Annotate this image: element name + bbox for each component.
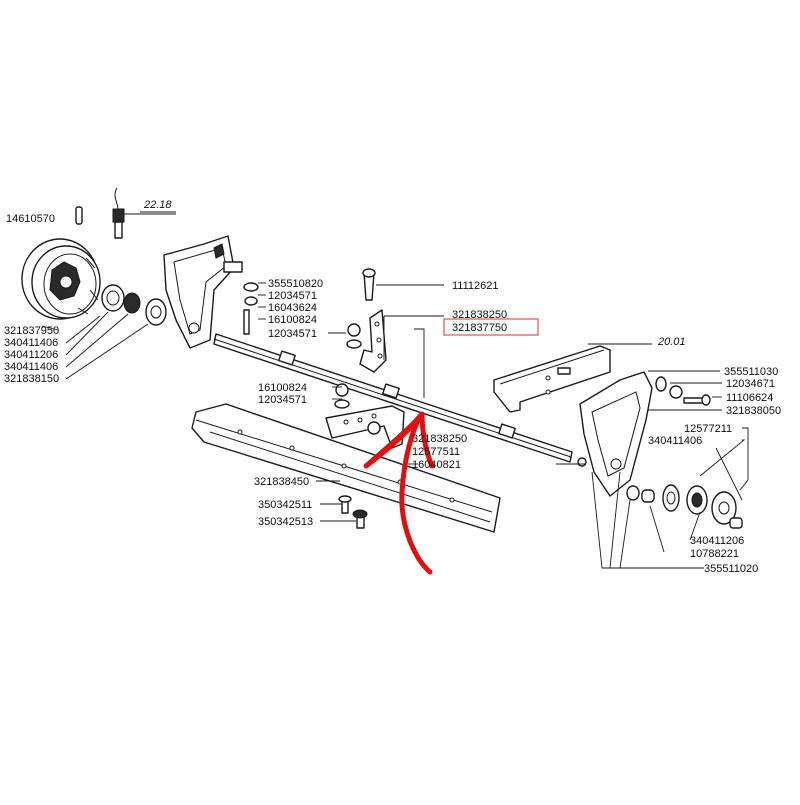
ref-label-right: 20.01 — [657, 336, 686, 348]
left-side-plate — [163, 235, 243, 349]
right-bearing-stack — [662, 484, 743, 529]
sensor-part — [112, 187, 125, 239]
part-label: 340411406 — [648, 435, 702, 447]
part-label: 12034671 — [726, 378, 775, 390]
part-label: 11106624 — [726, 392, 773, 404]
part-label: 355510820 — [268, 278, 323, 290]
part-label: 11112621 — [452, 280, 499, 292]
main-shaft — [213, 333, 587, 467]
part-label-highlighted: 321837750 — [452, 322, 507, 334]
left-pulley-assembly — [21, 187, 176, 380]
red-annotation-arrow — [363, 411, 435, 575]
ref-label-left: 22.18 — [143, 199, 172, 211]
part-label: 14610570 — [6, 213, 55, 225]
highlight-box — [443, 318, 539, 336]
part-label: 16043624 — [268, 302, 317, 314]
part-label: 321838250 — [452, 309, 507, 321]
part-label: 350342513 — [258, 516, 313, 528]
part-label: 12034571 — [268, 328, 317, 340]
pulley-part — [21, 238, 101, 320]
screws — [338, 495, 368, 529]
part-label: 355511030 — [724, 366, 778, 378]
right-frame-channel — [493, 345, 611, 413]
leader-lines — [258, 282, 749, 569]
shaft-bolt-part — [577, 457, 587, 467]
lower-bracket — [325, 405, 405, 449]
part-label: 340411206 — [4, 349, 58, 361]
part-label: 321838250 — [412, 433, 467, 445]
part-label: 16100824 — [258, 382, 307, 394]
long-channel — [191, 403, 501, 533]
part-label: 16040821 — [412, 459, 461, 471]
part-label: 12577211 — [684, 423, 732, 435]
part-label: 321837950 — [4, 325, 59, 337]
part-label: 321838150 — [4, 373, 59, 385]
right-fasteners — [626, 376, 711, 503]
pin-part — [75, 206, 83, 225]
part-label: 350342511 — [258, 499, 312, 511]
part-label: 321838050 — [726, 405, 781, 417]
part-label: 12577511 — [412, 446, 460, 458]
part-label: 340411406 — [4, 337, 58, 349]
part-label: 340411406 — [4, 361, 58, 373]
upper-bracket — [359, 268, 387, 373]
part-label: 321838450 — [254, 476, 309, 488]
part-label: 10788221 — [690, 548, 739, 560]
right-side-plate — [579, 371, 653, 497]
part-label: 340411206 — [690, 535, 744, 547]
part-label: 12034571 — [268, 290, 317, 302]
part-label: 12034571 — [258, 394, 307, 406]
part-label: 16100824 — [268, 314, 317, 326]
seal-part — [123, 292, 141, 314]
part-label: 355511020 — [704, 563, 758, 575]
